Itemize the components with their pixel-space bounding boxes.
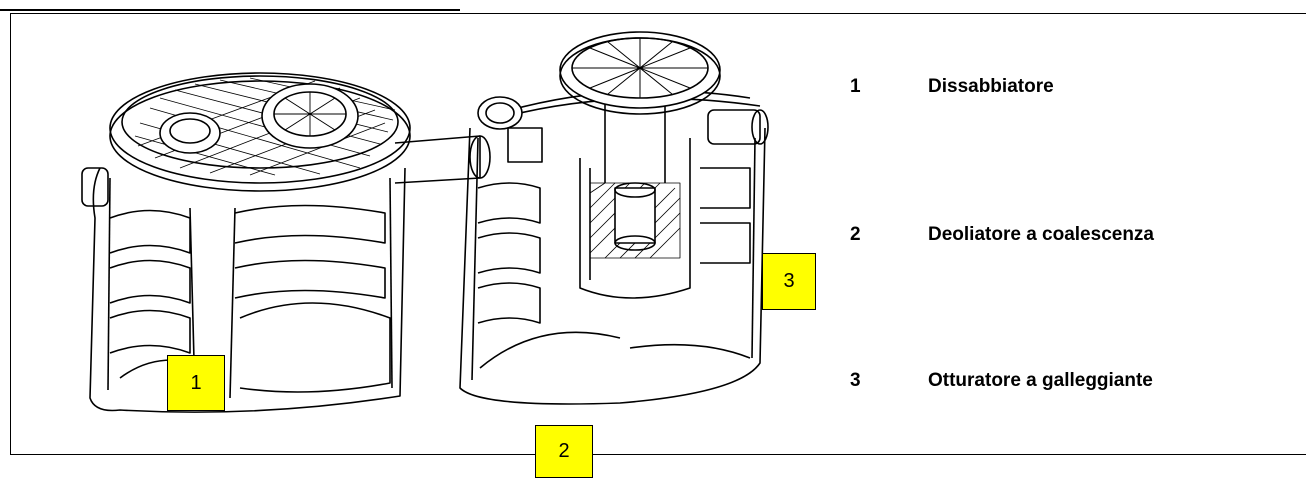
separator-tanks-drawing — [81, 31, 769, 413]
callout-2: 2 — [535, 425, 593, 478]
legend-number: 1 — [850, 76, 861, 97]
legend-label: Otturatore a galleggiante — [928, 370, 1153, 391]
heading-underline — [0, 9, 460, 11]
callout-3: 3 — [762, 253, 816, 310]
callout-1: 1 — [167, 355, 225, 411]
legend-label: Deoliatore a coalescenza — [928, 224, 1154, 245]
legend-number: 2 — [850, 224, 861, 245]
legend-label: Dissabbiatore — [928, 76, 1054, 97]
legend-number: 3 — [850, 370, 861, 391]
figure-frame — [10, 13, 1306, 455]
